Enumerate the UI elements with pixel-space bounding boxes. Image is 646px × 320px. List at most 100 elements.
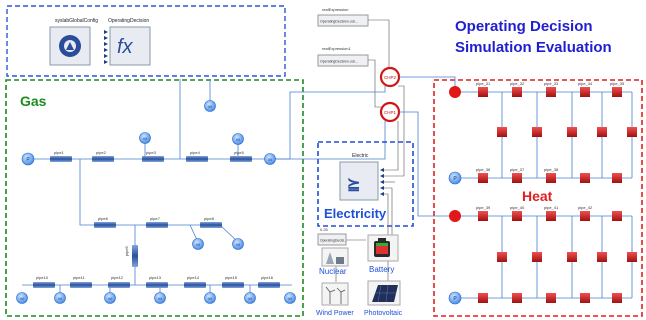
pv-block[interactable] <box>367 280 401 306</box>
gas-pipe[interactable]: pipe3 <box>142 150 164 162</box>
nuclear-block[interactable] <box>321 247 349 267</box>
electric-input-ports <box>380 168 384 196</box>
svg-text:P: P <box>453 296 457 302</box>
real-expression-value: OperatingDecision.out... <box>320 20 358 24</box>
heat-pressure-source[interactable]: P <box>448 291 462 305</box>
gas-sink[interactable]: M <box>204 292 216 304</box>
electricity-label: Electricity <box>324 206 387 221</box>
svg-text:M: M <box>288 296 291 301</box>
title-line1: Operating Decision <box>455 18 593 35</box>
svg-text:pipe_31: pipe_31 <box>476 81 491 86</box>
svg-text:pipe_34: pipe_34 <box>578 81 593 86</box>
gas-sink[interactable]: M <box>16 292 28 304</box>
gas-pipe[interactable]: pipe15 <box>222 275 244 288</box>
gas-pipe[interactable]: pipe2 <box>92 150 114 162</box>
gas-sink[interactable]: M <box>244 292 256 304</box>
svg-text:pipe13: pipe13 <box>149 275 162 280</box>
heat-pipe[interactable]: pipe_42 <box>578 205 593 221</box>
gas-pipe[interactable]: pipe13 <box>146 275 168 288</box>
heat-pipe[interactable]: pipe_34 <box>578 81 593 97</box>
svg-text:pipe_36: pipe_36 <box>476 167 491 172</box>
svg-text:M: M <box>158 296 161 301</box>
gas-pipe[interactable]: pipe11 <box>70 275 92 288</box>
heat-source-pump[interactable] <box>449 210 461 222</box>
battery-block[interactable] <box>367 234 399 262</box>
gas-sink[interactable]: M <box>284 292 296 304</box>
electricity-region <box>317 141 414 227</box>
heat-pipe-grid <box>478 127 637 303</box>
real-expression1-value: OperatingDecision.out... <box>320 60 358 64</box>
svg-text:pipe_32: pipe_32 <box>510 81 525 86</box>
gas-pipe[interactable]: pipe5 <box>230 150 252 162</box>
gas-pipe[interactable]: pipe1 <box>50 150 72 162</box>
heat-pipe[interactable]: pipe_36 <box>476 167 491 183</box>
title-line2: Simulation Evaluation <box>455 39 612 56</box>
svg-text:M: M <box>208 296 211 301</box>
svg-text:M: M <box>20 296 23 301</box>
svg-text:pipe_42: pipe_42 <box>578 205 593 210</box>
nuclear-plant-icon <box>326 252 344 264</box>
heat-pipe[interactable]: pipe_31 <box>476 81 491 97</box>
svg-text:pipe15: pipe15 <box>225 275 238 280</box>
gas-pipe[interactable]: pipe4 <box>186 150 208 162</box>
battery-label: Battery <box>369 265 394 274</box>
svg-text:pipe14: pipe14 <box>187 275 200 280</box>
gas-pipe[interactable]: pipe10 <box>33 275 55 288</box>
chp1-label: CHP1 <box>384 110 397 115</box>
gas-pipe[interactable]: pipe16 <box>258 275 280 288</box>
gas-region <box>5 79 304 317</box>
heat-pipe[interactable]: pipe_32 <box>510 81 525 97</box>
config-box <box>6 5 286 77</box>
gas-sink[interactable]: M <box>264 153 276 165</box>
solar-panel-icon <box>372 284 398 303</box>
heat-label: Heat <box>522 188 553 204</box>
svg-text:pipe6: pipe6 <box>98 216 109 221</box>
svg-text:pipe5: pipe5 <box>234 150 245 155</box>
gas-sink[interactable]: M <box>232 238 244 250</box>
real-expression1-block[interactable] <box>317 54 369 67</box>
wind-block[interactable] <box>321 282 349 306</box>
svg-text:pipe11: pipe11 <box>73 275 85 280</box>
heat-pipe[interactable]: pipe_33 <box>544 81 559 97</box>
gas-pipe[interactable]: pipe8 <box>200 216 222 228</box>
heat-pressure-source[interactable]: P <box>448 171 462 185</box>
svg-text:pipe8: pipe8 <box>204 216 215 221</box>
heat-pipe[interactable]: pipe_40 <box>510 205 525 221</box>
svg-text:M: M <box>248 296 251 301</box>
heat-source-pump[interactable] <box>449 86 461 98</box>
heat-pipe[interactable]: pipe_35 <box>610 81 625 97</box>
gas-source[interactable]: P <box>21 152 35 166</box>
gas-pipe[interactable]: pipe14 <box>184 275 206 288</box>
gas-sink[interactable]: M <box>54 292 66 304</box>
heat-pipe[interactable]: pipe_41 <box>544 205 559 221</box>
gas-sink[interactable]: M <box>154 292 166 304</box>
svg-text:M: M <box>236 137 239 142</box>
gas-sink[interactable]: M <box>204 100 216 112</box>
gas-pipe[interactable]: pipe9 <box>124 245 138 267</box>
gear-icon <box>59 35 81 57</box>
heat-pipe[interactable]: pipe_37 <box>510 167 525 183</box>
gas-pipe[interactable]: pipe12 <box>108 275 130 288</box>
electric-bus-block[interactable] <box>339 161 379 201</box>
gas-label: Gas <box>20 93 47 109</box>
svg-text:M: M <box>108 296 111 301</box>
svg-text:pipe_38: pipe_38 <box>544 167 559 172</box>
svg-text:M: M <box>208 104 211 109</box>
gas-pipe[interactable]: pipe7 <box>146 216 168 228</box>
gas-sink[interactable]: M <box>139 132 151 144</box>
battery-icon <box>374 238 390 257</box>
gas-sink[interactable]: M <box>232 133 244 145</box>
operating-decision-block[interactable] <box>109 26 151 66</box>
operating-decision-label: OperatingDecision <box>108 18 149 24</box>
gas-pipe[interactable]: pipe6 <box>94 216 116 228</box>
gas-sink[interactable]: M <box>104 292 116 304</box>
electric-decision-block[interactable] <box>317 233 347 246</box>
heat-pipe[interactable]: pipe_38 <box>544 167 559 183</box>
real-expression-block[interactable] <box>317 14 369 27</box>
heat-pipes: pipe_31 pipe_32 pipe_33 pipe_34 pipe_35 … <box>476 81 625 221</box>
nuclear-label: Nuclear <box>319 267 347 276</box>
heat-pipe[interactable]: pipe_39 <box>476 205 491 221</box>
gas-sink[interactable]: M <box>192 238 204 250</box>
electric-bus-icon: ⪴ <box>347 176 360 193</box>
svg-text:pipe10: pipe10 <box>36 275 49 280</box>
